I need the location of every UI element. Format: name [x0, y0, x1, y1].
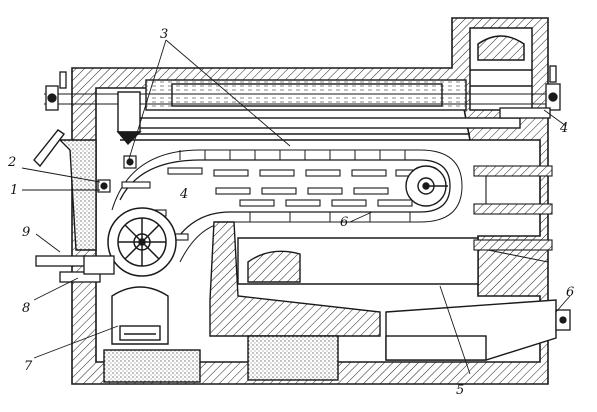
label-6-grate: 6	[340, 215, 348, 230]
leader-lines	[21, 39, 571, 375]
label-5: 5	[456, 383, 464, 398]
rear-sprocket	[405, 165, 448, 207]
hopper-gate-controls	[97, 155, 137, 193]
chimney	[469, 27, 533, 111]
chain-links	[179, 150, 411, 222]
right-lower-valve	[555, 309, 571, 331]
label-9: 9	[22, 225, 30, 240]
label-6-valve: 6	[566, 285, 574, 300]
label-7: 7	[24, 359, 33, 374]
label-8: 8	[22, 301, 30, 316]
front-drive-sprocket	[107, 207, 177, 277]
fire-bridge	[209, 221, 479, 337]
feed-rod	[35, 255, 115, 283]
fuel-hopper	[33, 91, 142, 251]
right-valve-fittings	[499, 65, 561, 119]
label-2: 2	[7, 155, 16, 170]
left-valve-fittings	[45, 71, 67, 111]
label-1: 1	[10, 183, 18, 198]
ash-pit	[103, 286, 557, 383]
label-4-valve: 4	[559, 121, 568, 136]
label-4-chain: 4	[179, 187, 188, 202]
flue-tubes	[473, 165, 553, 263]
callout-labels: 3 2 1 9 8 7 4 6 4 6 5	[7, 27, 574, 398]
label-3: 3	[160, 27, 168, 42]
